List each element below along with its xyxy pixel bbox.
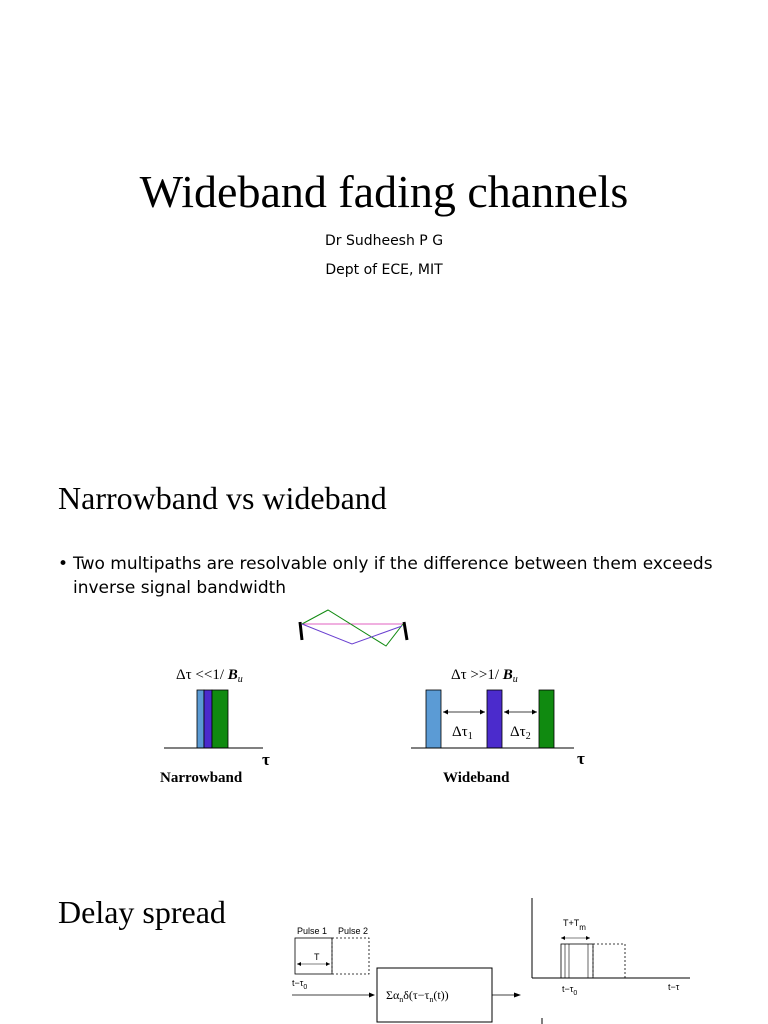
slide-title: Narrowband vs wideband	[58, 480, 387, 516]
multipath-diagram: Δτ <<1/ Bu τ Narrowband Δτ >>1/ Bu	[160, 609, 585, 786]
transmitter-antenna	[298, 621, 304, 641]
pulse-bar-violet	[486, 689, 503, 749]
narrowband-caption: Narrowband	[160, 770, 243, 786]
pulse-bar-blue	[196, 689, 205, 749]
narrowband-wideband-slide: Narrowband vs wideband • Two multipaths …	[0, 456, 768, 856]
channel-system-box	[376, 967, 493, 1023]
pulse2-box	[331, 937, 370, 975]
arrow-head-icon	[514, 992, 521, 998]
pulse-width-label: T	[314, 952, 320, 962]
arrow-head-icon	[586, 936, 590, 940]
pulse-bar-green	[211, 689, 229, 749]
wideband-diagram: Δτ >>1/ Bu Δτ1 Δτ2 τ Wideband	[411, 667, 585, 786]
pulse1-label: Pulse 1	[297, 926, 327, 936]
arrow-head-icon	[504, 709, 509, 715]
narrowband-diagram: Δτ <<1/ Bu τ Narrowband	[160, 667, 270, 786]
author-affiliation: Dept of ECE, MIT	[325, 262, 443, 278]
arrow-head-icon	[480, 709, 485, 715]
output-axis-label: t−τ	[668, 982, 680, 992]
wideband-tau-label: τ	[577, 749, 585, 768]
received-pulse-2	[592, 943, 626, 979]
output-plot: T+Tm t−τ0 t−τ	[531, 898, 690, 1024]
receiver-antenna	[402, 621, 409, 641]
slide-title: Wideband fading channels	[139, 166, 629, 217]
narrowband-condition: Δτ <<1/ Bu	[176, 667, 243, 685]
arrow-head-icon	[532, 709, 537, 715]
bullet-point: • Two multipaths are resolvable only if …	[58, 552, 733, 600]
pulse2-label: Pulse 2	[338, 926, 368, 936]
channel-impulse-response: Σαnδ(τ−τn(t))	[386, 988, 449, 1004]
reflected-path-green	[301, 609, 404, 647]
title-slide: Wideband fading channels Dr Sudheesh P G…	[0, 0, 768, 456]
bullet-text: Two multipaths are resolvable only if th…	[73, 554, 713, 598]
delta1-label: Δτ1	[452, 724, 473, 742]
input-time-label: t−τ0	[292, 978, 307, 991]
pulse-bar-violet	[203, 689, 213, 749]
input-pulses: Pulse 1 Pulse 2 T t−τ0	[292, 926, 370, 991]
arrow-head-icon	[326, 962, 330, 966]
arrow-head-icon	[297, 962, 301, 966]
multipath-sketch	[298, 609, 409, 647]
pulse-bar-green	[538, 689, 555, 749]
wideband-caption: Wideband	[443, 770, 510, 786]
wideband-condition: Δτ >>1/ Bu	[451, 667, 518, 685]
arrow-head-icon	[443, 709, 448, 715]
pulse-bar-blue	[425, 689, 442, 749]
received-pulse-1	[560, 943, 594, 979]
slide-title: Delay spread	[58, 894, 226, 930]
delta2-label: Δτ2	[510, 724, 531, 742]
output-time-label: t−τ0	[562, 984, 577, 997]
author-name: Dr Sudheesh P G	[324, 233, 444, 249]
delay-spread-slide: Delay spread Pulse 1 Pulse 2 T t−τ0 Σαnδ…	[0, 856, 768, 1024]
bullet-icon: •	[58, 554, 69, 574]
narrowband-tau-label: τ	[262, 750, 270, 769]
delay-spread-diagram: Pulse 1 Pulse 2 T t−τ0 Σαnδ(τ−τn(t))	[292, 898, 690, 1024]
reflected-path-violet	[301, 623, 403, 645]
arrow-head-icon	[561, 936, 565, 940]
spread-label: T+Tm	[563, 918, 586, 932]
arrow-head-icon	[369, 992, 375, 998]
